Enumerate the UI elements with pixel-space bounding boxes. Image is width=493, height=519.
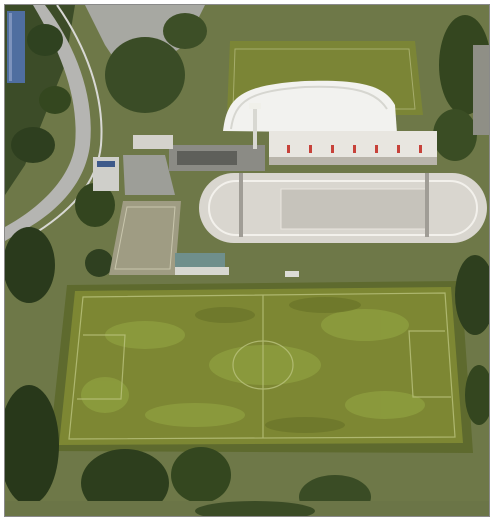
tree-cluster: [105, 37, 185, 113]
tree-cluster: [5, 227, 55, 303]
pitch-markings: [68, 292, 456, 440]
road: [5, 5, 91, 241]
tree-cluster: [81, 449, 169, 516]
sports-dome: [223, 80, 397, 133]
hard-court: [109, 201, 181, 275]
aerial-photo: [5, 5, 489, 516]
floodlight: [239, 173, 243, 237]
infield: [281, 189, 427, 229]
tree-cluster: [11, 127, 55, 163]
floodlight: [253, 105, 257, 149]
photo-frame: [4, 4, 490, 517]
parking-lot: [123, 155, 175, 195]
service-building: [175, 253, 225, 269]
tree-cluster: [5, 385, 59, 505]
floodlight: [425, 173, 429, 237]
